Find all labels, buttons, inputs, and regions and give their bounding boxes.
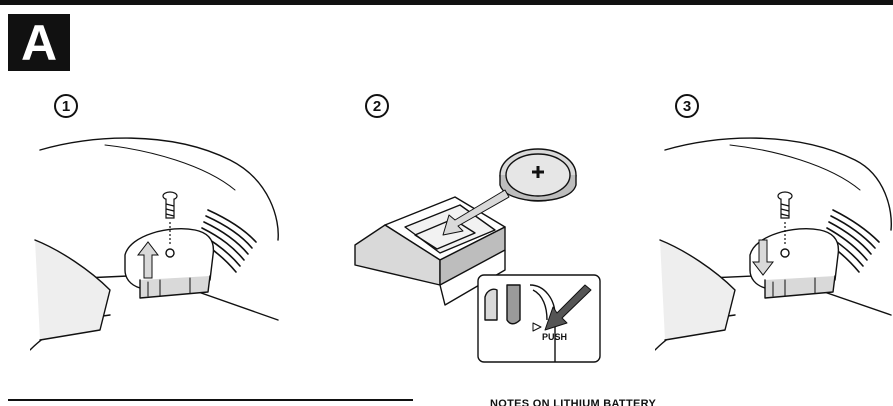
step-number-2: 2 (365, 94, 389, 118)
notes-heading: NOTES ON LITHIUM BATTERY (490, 398, 657, 406)
top-rule (0, 0, 893, 5)
step-2-illustration: PUSH (345, 135, 615, 365)
step-number-3: 3 (675, 94, 699, 118)
grille-lines (822, 209, 880, 273)
insert-arrow (442, 189, 510, 236)
screw-icon (162, 191, 178, 246)
push-label: PUSH (542, 332, 567, 342)
arrow-down (751, 239, 775, 276)
battery-holder (749, 228, 840, 291)
step-1-illustration (30, 130, 280, 375)
bottom-rule (8, 399, 413, 401)
push-arrow (544, 284, 592, 331)
arrow-up (136, 241, 160, 279)
step-number-1: 1 (54, 94, 78, 118)
coin-battery (499, 148, 577, 202)
step-3-illustration (655, 130, 893, 375)
screw-icon (777, 191, 793, 246)
push-inset (477, 274, 601, 363)
remote-outline (664, 137, 892, 231)
side-grip (659, 239, 736, 341)
remote-outline (39, 137, 279, 241)
side-grip (34, 239, 111, 341)
section-badge: A (8, 14, 70, 71)
